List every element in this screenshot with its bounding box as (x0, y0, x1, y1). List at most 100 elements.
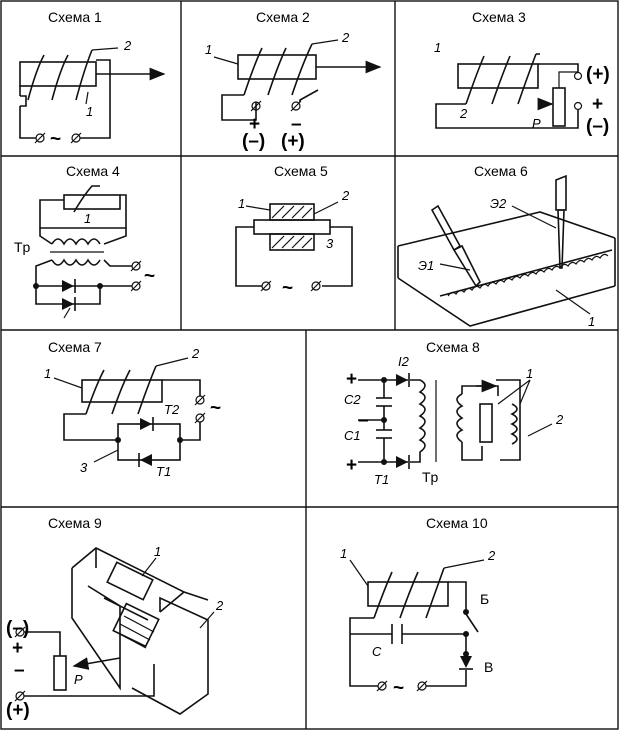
scheme-7-ac-symbol: ~ (210, 398, 221, 419)
scheme-6-label-1: 1 (588, 314, 595, 329)
scheme-3-coil (465, 53, 537, 105)
scheme-2-panel: Схема 2 1 2 + (–) – (+) (205, 9, 382, 152)
scheme-10-core (367, 581, 449, 607)
scheme-4-title: Схема 4 (66, 163, 120, 179)
scheme-4-core (63, 194, 121, 210)
scheme-10-panel: Схема 10 1 2 C Б B ~ (340, 515, 496, 699)
scheme-2-coil (243, 43, 313, 96)
scheme-9-minus: – (14, 660, 25, 681)
scheme-8-load-coil (510, 403, 521, 446)
scheme-2-label-1: 1 (205, 42, 212, 57)
scheme-5-panel: Схема 5 1 2 3 ~ (235, 163, 353, 299)
scheme-8-primary-winding (410, 379, 426, 463)
scheme-6-label-e1: Э1 (418, 258, 434, 273)
scheme-1-panel: Схема 1 2 1 ~ (19, 9, 166, 150)
scheme-2-title: Схема 2 (256, 9, 310, 25)
scheme-1-coil (27, 49, 93, 101)
scheme-9-title: Схема 9 (48, 515, 102, 531)
scheme-4-coil (73, 185, 100, 213)
scheme-8-label-tr: Tp (422, 469, 439, 485)
scheme-4-transformer-top (51, 238, 101, 246)
scheme-7-title: Схема 7 (48, 339, 102, 355)
scheme-8-plus-top: + (346, 369, 357, 390)
scheme-5-label-2: 2 (341, 188, 350, 203)
scheme-3-rheostat (552, 87, 566, 127)
scheme-6-plate-top (397, 211, 616, 247)
scheme-5-label-3: 3 (326, 236, 334, 251)
scheme-2-minus: – (291, 114, 302, 135)
scheme-9-coil-upper (106, 561, 154, 601)
scheme-6-plate-bottom (397, 277, 616, 327)
scheme-4-transformer-bottom (51, 258, 101, 266)
scheme-1-core (19, 61, 97, 87)
scheme-9-label-2: 2 (215, 598, 224, 613)
scheme-10-label-c: C (372, 644, 382, 659)
scheme-7-coil (85, 365, 157, 415)
scheme-3-plus-paren: (+) (586, 64, 610, 85)
scheme-3-label-1: 1 (434, 40, 441, 55)
scheme-6-electrode-1-holder (430, 204, 462, 252)
scheme-8-label-c2: C2 (344, 392, 361, 407)
scheme-9-label-p: P (74, 672, 83, 687)
scheme-2-label-2: 2 (341, 30, 350, 45)
scheme-3-panel: Схема 3 1 2 P (+) + (–) (434, 9, 610, 137)
scheme-6-panel: Схема 6 Э2 Э1 1 (397, 163, 616, 329)
scheme-10-label-b: Б (480, 591, 489, 607)
scheme-10-coil (373, 567, 445, 619)
scheme-3-label-2: 2 (459, 106, 468, 121)
scheme-6-title: Схема 6 (474, 163, 528, 179)
scheme-2-core (237, 54, 317, 80)
scheme-4-panel: Схема 4 1 Tp ~ (14, 163, 155, 319)
scheme-6-weld-seam (447, 253, 609, 297)
scheme-6-electrode-2-holder (555, 174, 567, 211)
scheme-5-title: Схема 5 (274, 163, 328, 179)
scheme-8-label-1: 1 (526, 366, 533, 381)
scheme-10-label-1: 1 (340, 546, 347, 561)
scheme-4-label-tr: Tp (14, 239, 31, 255)
scheme-2-plus: + (249, 114, 260, 135)
scheme-10-label-2: 2 (487, 548, 496, 563)
scheme-8-plus-bottom: + (346, 455, 357, 476)
scheme-7-thyristor-block (117, 423, 181, 461)
scheme-1-label-1: 1 (86, 104, 93, 119)
scheme-9-plus: + (12, 638, 23, 659)
scheme-8-label-i2: I2 (398, 354, 410, 369)
scheme-8-resistor (479, 403, 493, 443)
scheme-10-label-v: B (484, 659, 493, 675)
scheme-1-ac-symbol: ~ (50, 129, 61, 150)
scheme-9-core-top (71, 547, 186, 613)
scheme-8-title: Схема 8 (426, 339, 480, 355)
scheme-9-panel: Схема 9 1 2 P (–) + – (+) (6, 515, 224, 721)
scheme-7-panel: Схема 7 1 2 3 T2 T1 ~ (44, 339, 221, 479)
scheme-5-ac-symbol: ~ (282, 278, 293, 299)
scheme-8-secondary-winding (456, 393, 464, 443)
scheme-10-ac-symbol: ~ (393, 678, 404, 699)
scheme-9-plus-paren: (+) (6, 700, 30, 721)
scheme-4-ac-symbol: ~ (144, 266, 155, 287)
scheme-7-label-t2: T2 (164, 402, 180, 417)
scheme-3-minus-paren: (–) (586, 116, 609, 137)
scheme-9-rheostat (53, 655, 67, 691)
scheme-1-label-2: 2 (123, 38, 132, 53)
scheme-8-panel: Схема 8 + + – C2 C1 T1 I2 Tp 1 2 (344, 339, 564, 487)
scheme-3-label-p: P (532, 116, 541, 131)
scheme-9-minus-paren: (–) (6, 618, 29, 639)
scheme-7-label-1: 1 (44, 366, 51, 381)
scheme-7-label-3: 3 (80, 460, 88, 475)
scheme-7-label-t1: T1 (156, 464, 171, 479)
scheme-9-label-1: 1 (154, 544, 161, 559)
scheme-3-core (457, 63, 539, 89)
scheme-8-label-2: 2 (555, 412, 564, 427)
scheme-5-rod (253, 219, 331, 235)
scheme-3-plus: + (592, 94, 603, 115)
scheme-8-minus: – (358, 410, 369, 431)
scheme-7-core (81, 379, 163, 403)
scheme-8-label-t1: T1 (374, 472, 389, 487)
scheme-4-label-1: 1 (84, 211, 91, 226)
scheme-8-label-c1: C1 (344, 428, 361, 443)
scheme-5-label-1: 1 (238, 196, 245, 211)
scheme-2-minus-paren: (–) (242, 131, 265, 152)
scheme-10-title: Схема 10 (426, 515, 488, 531)
